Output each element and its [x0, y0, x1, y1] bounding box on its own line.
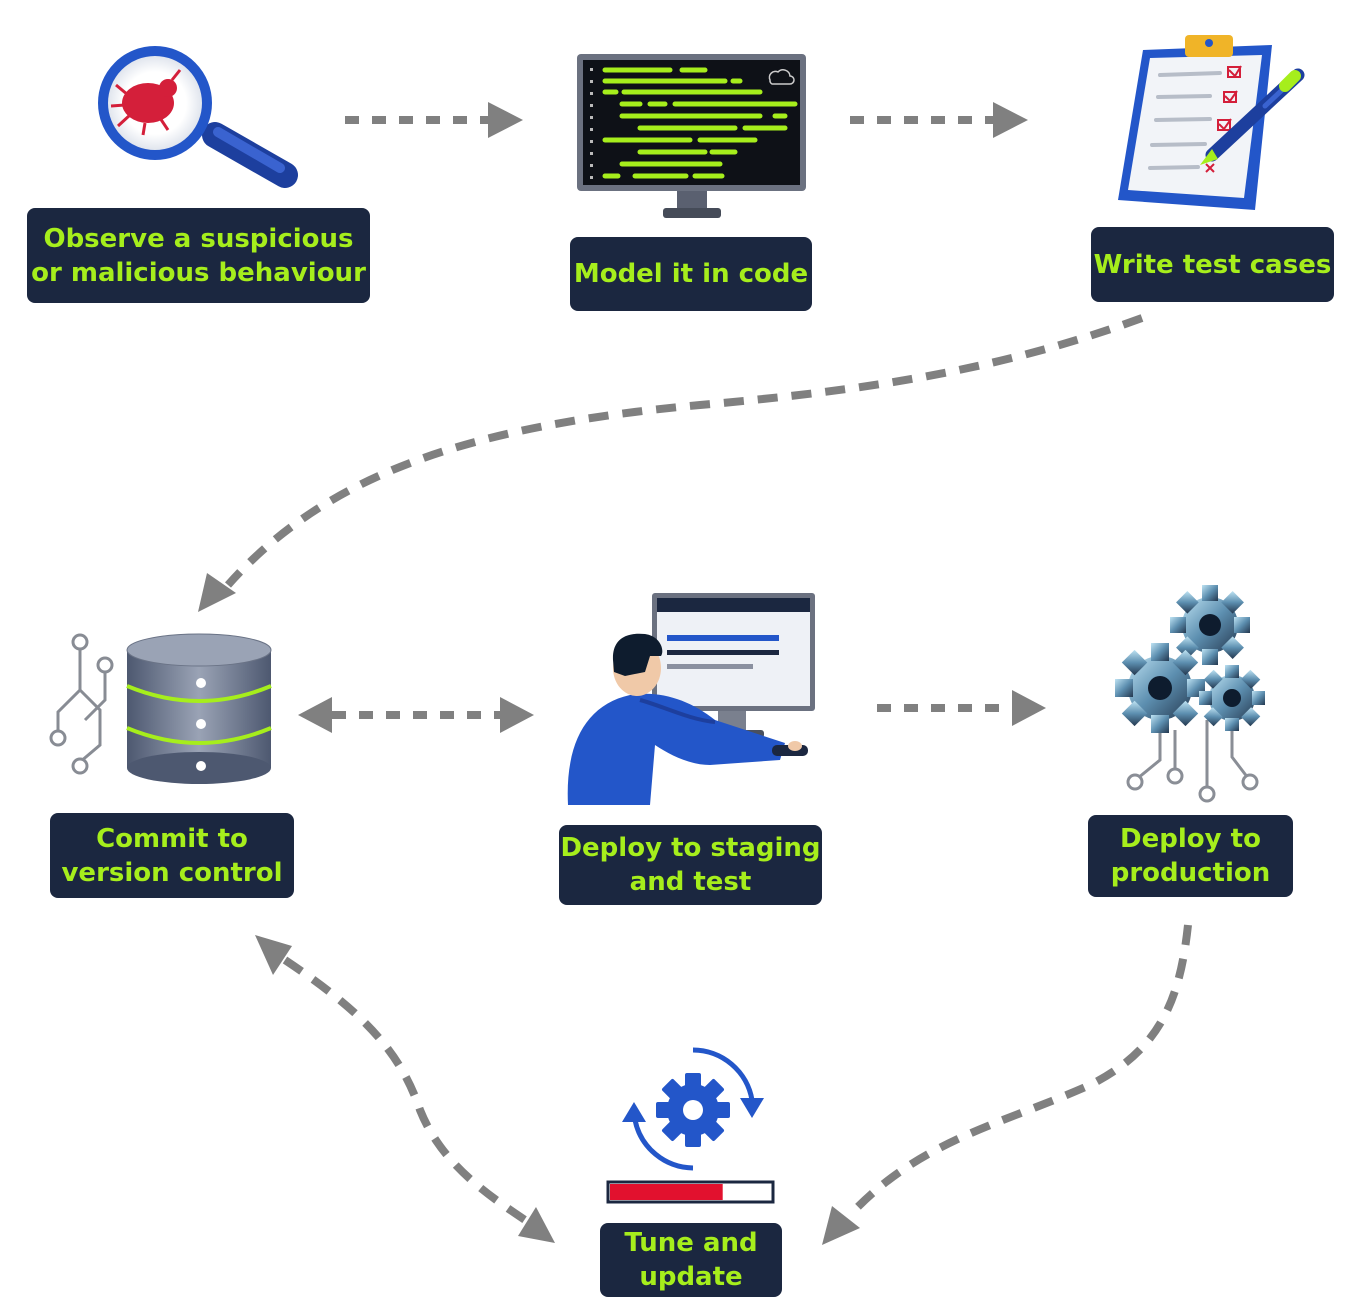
observe-label-line1: Observe a suspicious [43, 223, 354, 254]
database-icon [49, 633, 272, 784]
code-monitor-icon [577, 54, 806, 218]
commit-label: Commit to version control [50, 813, 294, 898]
gear-refresh-icon [622, 1047, 764, 1171]
staging-label-line1: Deploy to staging [560, 833, 821, 863]
production-label-line2: production [1110, 858, 1271, 888]
commit-label-line2: version control [61, 857, 283, 888]
arrow-observe-to-model [345, 102, 523, 138]
observe-label-line2: or malicious behaviour [31, 257, 366, 288]
tune-label-line2: update [639, 1262, 743, 1292]
arrow-tests-to-commit [198, 314, 1144, 612]
tune-label: Tune and update [600, 1223, 782, 1297]
commit-label-line1: Commit to [96, 823, 248, 854]
tests-label-line1: Write test cases [1093, 249, 1332, 280]
arrow-commit-staging-bidirectional [298, 697, 534, 733]
arrow-commit-tune-bidirectional [255, 935, 555, 1243]
arrow-model-to-tests [850, 102, 1028, 138]
tune-label-line1: Tune and [624, 1228, 758, 1258]
tests-label: Write test cases [1091, 227, 1334, 302]
production-label: Deploy to production [1088, 815, 1293, 897]
clipboard-checklist-icon [1118, 35, 1305, 210]
model-label: Model it in code [570, 237, 812, 311]
observe-label: Observe a suspicious or malicious behavi… [27, 208, 370, 303]
arrow-staging-to-production [877, 690, 1046, 726]
gears-circuit-icon [1115, 585, 1265, 803]
progress-bar-fill [610, 1184, 723, 1200]
person-at-computer-icon [567, 593, 815, 805]
production-label-line1: Deploy to [1120, 824, 1261, 854]
staging-label: Deploy to staging and test [559, 825, 822, 905]
staging-label-line2: and test [629, 867, 752, 897]
arrow-production-to-tune [822, 924, 1192, 1245]
progress-bar [606, 1180, 775, 1204]
magnifier-bug-icon [98, 46, 298, 188]
model-label-line1: Model it in code [573, 259, 809, 289]
